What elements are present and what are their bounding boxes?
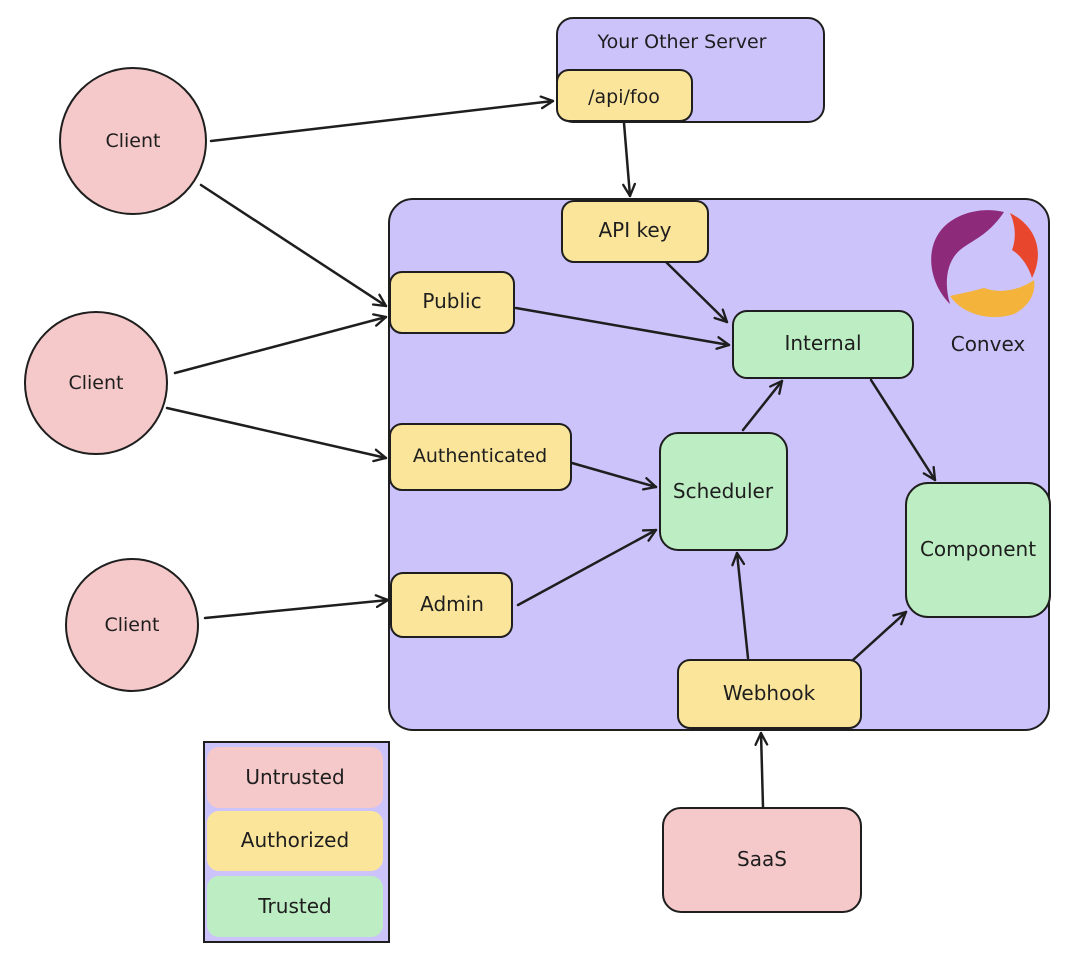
client-2: Client xyxy=(24,311,168,455)
edge-authenticated-to-scheduler xyxy=(570,461,658,491)
legend-authorized-label: Authorized xyxy=(241,828,349,852)
convex-logo-icon xyxy=(931,210,1038,318)
client-1-label: Client xyxy=(105,130,160,152)
admin-label: Admin xyxy=(420,592,484,616)
client-2-circle xyxy=(24,311,168,455)
webhook-node xyxy=(677,659,862,729)
api-foo-endpoint xyxy=(556,69,693,122)
legend-untrusted-swatch xyxy=(207,747,383,808)
saas-label: SaaS xyxy=(737,847,787,871)
scheduler-label: Scheduler xyxy=(673,479,774,503)
edge-client1-to-api-foo xyxy=(209,95,555,143)
edges xyxy=(165,95,937,809)
edge-internal-to-component xyxy=(869,378,937,482)
api-key-node xyxy=(561,200,709,263)
saas-node xyxy=(662,807,862,913)
client-1: Client xyxy=(59,67,207,215)
edge-client3-to-admin xyxy=(203,594,390,620)
edge-admin-to-scheduler xyxy=(516,528,658,607)
edge-api-key-to-internal xyxy=(664,260,729,324)
edge-public-to-internal xyxy=(514,306,731,350)
admin-node xyxy=(390,572,513,638)
edge-webhook-to-component xyxy=(851,610,908,662)
legend-authorized-swatch xyxy=(207,811,383,871)
authenticated-node xyxy=(389,423,572,491)
edge-api-foo-to-api-key xyxy=(622,121,637,198)
legend: Untrusted Authorized Trusted xyxy=(203,741,390,943)
component-label: Component xyxy=(920,537,1036,561)
webhook-label: Webhook xyxy=(723,681,816,705)
internal-label: Internal xyxy=(784,331,861,355)
edge-saas-to-webhook xyxy=(754,731,769,809)
client-3: Client xyxy=(65,558,199,692)
api-foo-label: /api/foo xyxy=(588,86,660,108)
convex-brand-label: Convex xyxy=(951,332,1026,356)
legend-untrusted-label: Untrusted xyxy=(245,765,344,789)
client-2-label: Client xyxy=(68,372,123,394)
edge-webhook-to-scheduler xyxy=(731,551,750,660)
other-server-title: Your Other Server xyxy=(597,31,767,53)
client-1-circle xyxy=(59,67,207,215)
public-node xyxy=(389,271,515,334)
edge-client1-to-public xyxy=(199,183,388,308)
internal-node xyxy=(732,310,914,379)
edge-client2-to-public xyxy=(173,313,388,375)
public-label: Public xyxy=(422,289,481,313)
api-key-label: API key xyxy=(598,218,671,242)
client-3-label: Client xyxy=(104,614,159,636)
edge-client2-to-authenticated xyxy=(165,406,388,463)
scheduler-node xyxy=(659,432,788,551)
edge-scheduler-to-internal xyxy=(741,379,784,432)
legend-trusted-swatch xyxy=(207,876,383,937)
client-3-circle xyxy=(65,558,199,692)
legend-trusted-label: Trusted xyxy=(257,894,331,918)
component-node xyxy=(905,482,1051,618)
authenticated-label: Authenticated xyxy=(413,445,547,467)
